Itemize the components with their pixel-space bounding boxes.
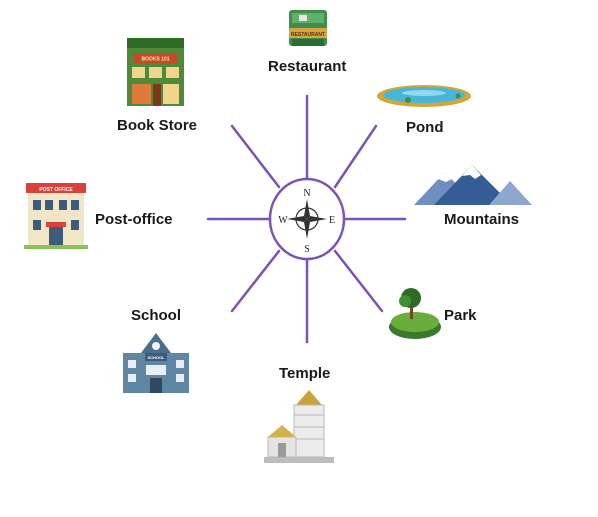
restaurant-label: Restaurant bbox=[268, 58, 347, 75]
school-label: School bbox=[131, 307, 182, 324]
book-store-label: Book Store bbox=[117, 117, 198, 134]
post-office-sign-text: POST OFFICE bbox=[39, 187, 73, 193]
compass-needle-north bbox=[304, 199, 310, 219]
book-store-sign-text: BOOKS 101 bbox=[141, 57, 169, 63]
pond-label: Pond bbox=[406, 119, 444, 136]
pond-icon bbox=[377, 85, 471, 107]
compass-west-label: W bbox=[278, 215, 288, 226]
compass-needle-west bbox=[287, 216, 307, 222]
compass-needle-south bbox=[304, 219, 310, 239]
compass-north-label: N bbox=[303, 188, 310, 199]
mountains-icon bbox=[414, 165, 532, 205]
spoke-south-east bbox=[333, 249, 384, 313]
compass-needle-east bbox=[307, 216, 327, 222]
compass-east-label: E bbox=[329, 215, 335, 226]
post-office-icon: POST OFFICE bbox=[24, 183, 88, 249]
restaurant-sign-text: RESTAURANT bbox=[291, 32, 325, 38]
temple-icon bbox=[264, 390, 334, 463]
restaurant-icon: RESTAURANT bbox=[289, 10, 327, 46]
temple-label: Temple bbox=[279, 365, 331, 382]
post-office-label: Post-office bbox=[95, 211, 173, 228]
compass-south-label: S bbox=[304, 244, 310, 255]
spoke-south-west bbox=[230, 249, 281, 313]
spoke-north-west bbox=[230, 124, 281, 189]
school-sign-text: SCHOOL bbox=[147, 355, 165, 360]
mountains-label: Mountains bbox=[444, 211, 519, 228]
book-store-icon: BOOKS 101 bbox=[127, 38, 184, 106]
school-icon: SCHOOL bbox=[123, 333, 189, 393]
spoke-north-east bbox=[333, 124, 378, 189]
park-icon bbox=[389, 288, 441, 339]
compass: N S E W bbox=[268, 177, 346, 261]
park-label: Park bbox=[444, 307, 477, 324]
